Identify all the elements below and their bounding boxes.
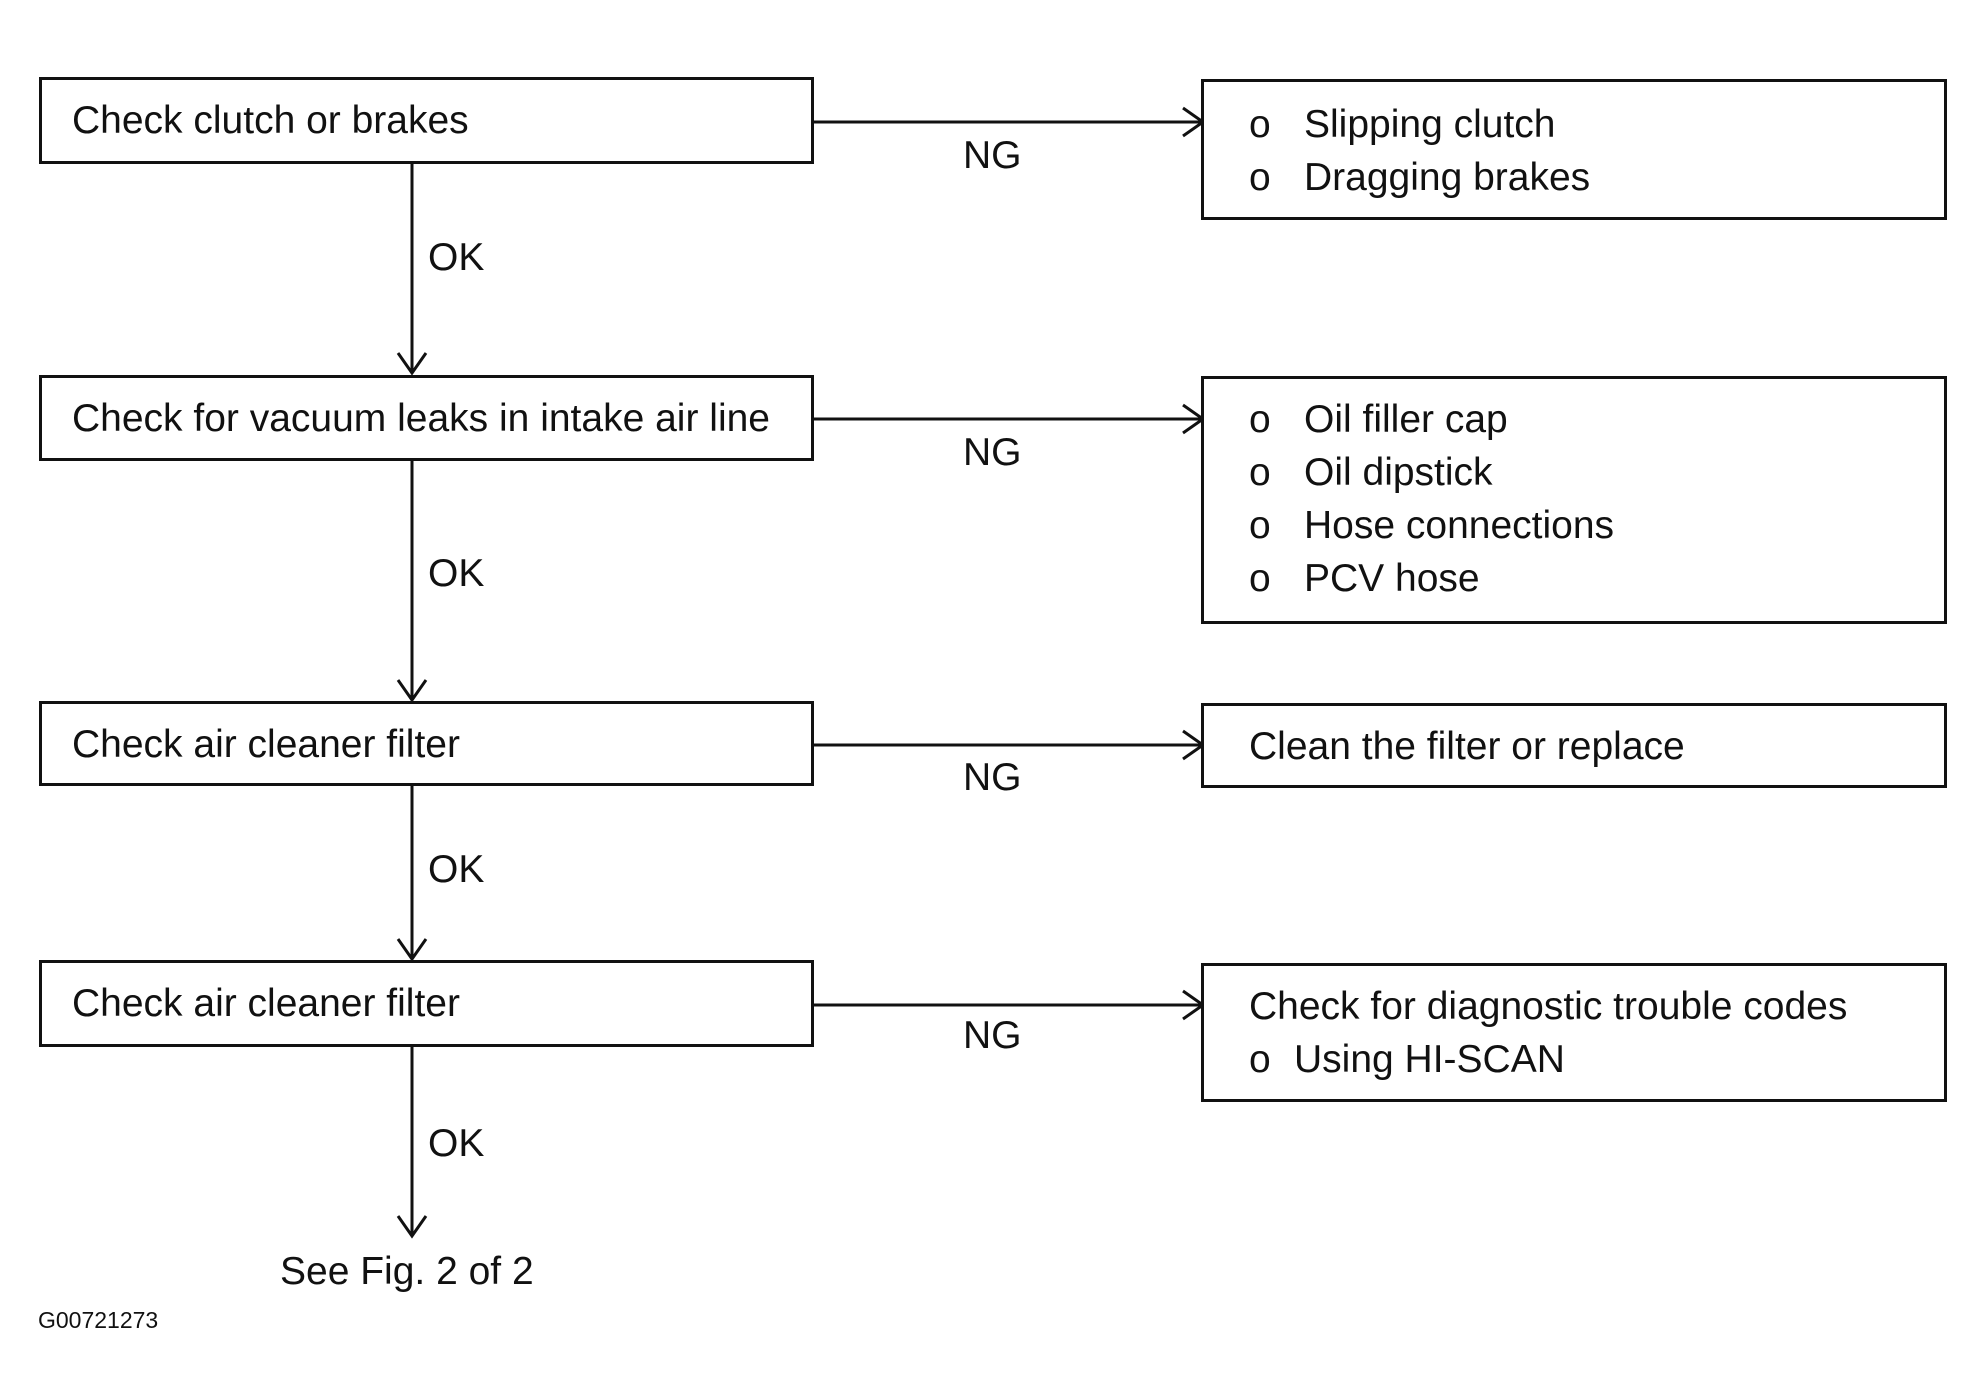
ok-label-1: OK bbox=[428, 236, 485, 279]
bullet-marker: o bbox=[1249, 451, 1271, 494]
result-item: o Using HI-SCAN bbox=[1249, 1033, 1847, 1086]
result-item-text: Slipping clutch bbox=[1304, 103, 1556, 146]
bullet-marker: o bbox=[1249, 557, 1271, 600]
bullet-marker: o bbox=[1249, 1038, 1271, 1081]
bullet-marker: o bbox=[1249, 398, 1271, 441]
step-box-3: Check air cleaner filter bbox=[39, 701, 814, 786]
ok-label-3: OK bbox=[428, 848, 485, 891]
step-title-1: Check clutch or brakes bbox=[72, 99, 469, 142]
ok-arrowhead-3 bbox=[396, 938, 428, 962]
step-title-2: Check for vacuum leaks in intake air lin… bbox=[72, 397, 770, 440]
ng-label-1: NG bbox=[963, 134, 1022, 177]
result-item-text: Hose connections bbox=[1304, 504, 1615, 547]
ok-arrowhead-2 bbox=[396, 679, 428, 703]
result-item: o PCV hose bbox=[1249, 552, 1614, 605]
bullet-marker: o bbox=[1249, 156, 1271, 199]
result-item-text: Oil filler cap bbox=[1304, 398, 1508, 441]
result-item-text: PCV hose bbox=[1304, 557, 1480, 600]
ok-label-2: OK bbox=[428, 552, 485, 595]
bullet-marker: o bbox=[1249, 504, 1271, 547]
ok-arrowhead-4 bbox=[396, 1215, 428, 1239]
result-item-text: Oil dipstick bbox=[1304, 451, 1493, 494]
bullet-marker: o bbox=[1249, 103, 1271, 146]
next-figure-reference: See Fig. 2 of 2 bbox=[280, 1250, 534, 1293]
result-list-4: Check for diagnostic trouble codes o Usin… bbox=[1249, 980, 1847, 1086]
ng-label-2: NG bbox=[963, 431, 1022, 474]
result-item: o Dragging brakes bbox=[1249, 151, 1590, 204]
result-item-text: Check for diagnostic trouble codes bbox=[1249, 985, 1848, 1028]
result-text-3: Clean the filter or replace bbox=[1249, 725, 1685, 768]
result-box-3: Clean the filter or replace bbox=[1201, 703, 1947, 788]
ng-label-3: NG bbox=[963, 756, 1022, 799]
result-box-4: Check for diagnostic trouble codes o Usin… bbox=[1201, 963, 1947, 1102]
result-item-text: Using HI-SCAN bbox=[1294, 1038, 1565, 1081]
step-box-2: Check for vacuum leaks in intake air lin… bbox=[39, 375, 814, 461]
figure-code: G00721273 bbox=[38, 1307, 159, 1333]
ok-label-4: OK bbox=[428, 1122, 485, 1165]
result-item: o Oil dipstick bbox=[1249, 446, 1614, 499]
result-item: o Hose connections bbox=[1249, 499, 1614, 552]
ng-label-4: NG bbox=[963, 1014, 1022, 1057]
step-title-3: Check air cleaner filter bbox=[72, 723, 460, 766]
result-item-text: Dragging brakes bbox=[1304, 156, 1591, 199]
ok-arrowhead-1 bbox=[396, 352, 428, 376]
step-title-4: Check air cleaner filter bbox=[72, 982, 460, 1025]
step-box-1: Check clutch or brakes bbox=[39, 77, 814, 164]
step-box-4: Check air cleaner filter bbox=[39, 960, 814, 1047]
result-item: o Oil filler cap bbox=[1249, 393, 1614, 446]
result-item: o Slipping clutch bbox=[1249, 98, 1590, 151]
